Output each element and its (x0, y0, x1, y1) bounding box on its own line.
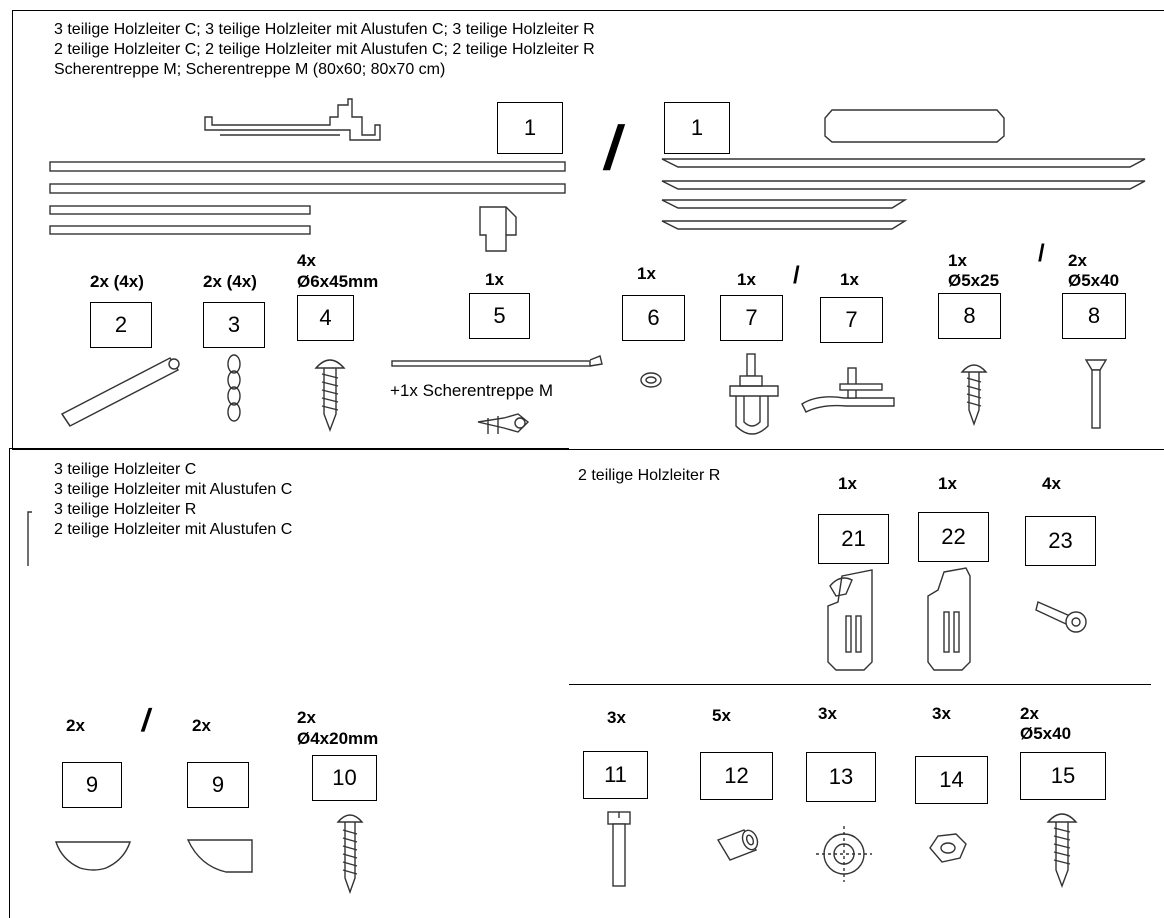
qty-part-13: 3x (818, 704, 837, 723)
qty-part-8b: 2x (1068, 251, 1087, 270)
part-number-box-9b: 9 (187, 762, 249, 808)
qty-part-4: 4x (297, 251, 316, 270)
wood-steps-right-drawing (661, 158, 1146, 230)
part-number-box-13: 13 (806, 752, 876, 802)
part-number-box-6: 6 (622, 295, 685, 341)
bottom-left-header-4: 2 teilige Holzleiter mit Alustufen C (54, 521, 293, 538)
top-header-line-3: Scherentreppe M; Scherentreppe M (80x60;… (54, 61, 446, 78)
separator-slash-8: / (1038, 240, 1045, 267)
spec-part-4: Ø6x45mm (297, 272, 379, 291)
corner-bracket-drawing (479, 206, 517, 252)
part-number-box-7b: 7 (820, 297, 883, 343)
qty-part-7a: 1x (737, 270, 756, 289)
qty-part-2: 2x (4x) (90, 272, 144, 291)
qty-part-8a: 1x (948, 251, 967, 270)
screw-4x20-drawing (336, 814, 364, 895)
screw-15-drawing (1046, 813, 1078, 888)
hook-bracket-21-drawing (827, 569, 873, 671)
flat-bracket-22-drawing (927, 567, 971, 671)
end-cap-9b-drawing (186, 839, 253, 873)
qty-part-9a: 2x (66, 716, 85, 735)
spec-part-10: Ø4x20mm (297, 729, 379, 748)
extra-note-scherentreppe: +1x Scherentreppe M (390, 381, 554, 400)
top-header-line-1: 3 teilige Holzleiter C; 3 teilige Holzle… (54, 21, 595, 38)
qty-part-10: 2x (297, 708, 316, 727)
part-number-box-14: 14 (915, 756, 988, 804)
part-number-box-8b: 8 (1062, 293, 1126, 339)
qty-part-6: 1x (637, 264, 656, 283)
qty-part-7b: 1x (840, 270, 859, 289)
latch-lever-drawing (801, 367, 895, 413)
qty-part-12: 5x (712, 706, 731, 725)
nut-small-drawing (640, 372, 662, 388)
qty-part-14: 3x (932, 704, 951, 723)
bottom-left-panel (9, 448, 569, 918)
qty-part-5: 1x (485, 270, 504, 289)
wood-screw-drawing (314, 359, 346, 432)
spec-part-15: Ø5x40 (1020, 724, 1072, 743)
part-number-box-22: 22 (918, 512, 989, 562)
qty-part-11: 3x (607, 708, 626, 727)
qty-part-3: 2x (4x) (203, 272, 257, 291)
qty-part-22: 1x (938, 474, 957, 493)
chain-drawing (227, 354, 241, 422)
spacer-sleeve-12-drawing (716, 829, 759, 861)
part-number-box-10: 10 (312, 755, 377, 801)
part-number-box-2: 2 (90, 302, 152, 348)
part-number-box-1: 1 (497, 102, 563, 154)
part-number-box-1-alt: 1 (664, 102, 730, 154)
part-number-box-21: 21 (818, 514, 889, 564)
dowel-rod-drawing (60, 357, 180, 427)
washer-13-drawing (816, 826, 872, 882)
wood-rails-left-drawing (49, 161, 566, 235)
bottom-right-header: 2 teilige Holzleiter R (578, 467, 721, 484)
qty-part-15: 2x (1020, 704, 1039, 723)
screw-5x25-drawing (960, 364, 988, 427)
end-cap-9a-drawing (55, 841, 131, 871)
scissor-rod-drawing (391, 355, 603, 367)
part-number-box-7a: 7 (720, 295, 783, 341)
machine-screw-11-drawing (607, 811, 631, 887)
hinge-bolt-drawing (729, 353, 779, 435)
spec-part-8b: Ø5x40 (1068, 271, 1120, 290)
top-header-line-2: 2 teilige Holzleiter C; 2 teilige Holzle… (54, 41, 595, 58)
top-panel (12, 10, 1164, 450)
bottom-left-header-3: 3 teilige Holzleiter R (54, 501, 197, 518)
qty-part-21: 1x (838, 474, 857, 493)
bolt-23-drawing (1035, 601, 1087, 633)
qty-part-23: 4x (1042, 474, 1061, 493)
part-number-box-4: 4 (297, 295, 354, 341)
part-number-box-23: 23 (1025, 516, 1096, 566)
separator-slash-7: / (793, 262, 800, 289)
part-number-box-11: 11 (583, 751, 648, 799)
rail-profile-drawing (204, 98, 381, 141)
bolt-5x40-drawing (1084, 359, 1108, 429)
scissor-joint-drawing (477, 413, 530, 434)
qty-part-9b: 2x (192, 716, 211, 735)
part-number-box-9a: 9 (62, 762, 122, 808)
bottom-left-header-1: 3 teilige Holzleiter C (54, 461, 197, 478)
part-number-box-8a: 8 (938, 293, 1001, 339)
bottom-left-header-2: 3 teilige Holzleiter mit Alustufen C (54, 481, 293, 498)
part-number-box-15: 15 (1020, 752, 1106, 800)
spec-part-8a: Ø5x25 (948, 271, 1000, 290)
part-number-box-12: 12 (700, 752, 773, 800)
section-divider (569, 684, 1151, 685)
part-number-box-5: 5 (469, 293, 530, 339)
hex-nut-14-drawing (929, 833, 967, 863)
step-cap-drawing (824, 109, 1005, 143)
bracket-mark (27, 511, 32, 566)
part-number-box-3: 3 (203, 302, 265, 348)
